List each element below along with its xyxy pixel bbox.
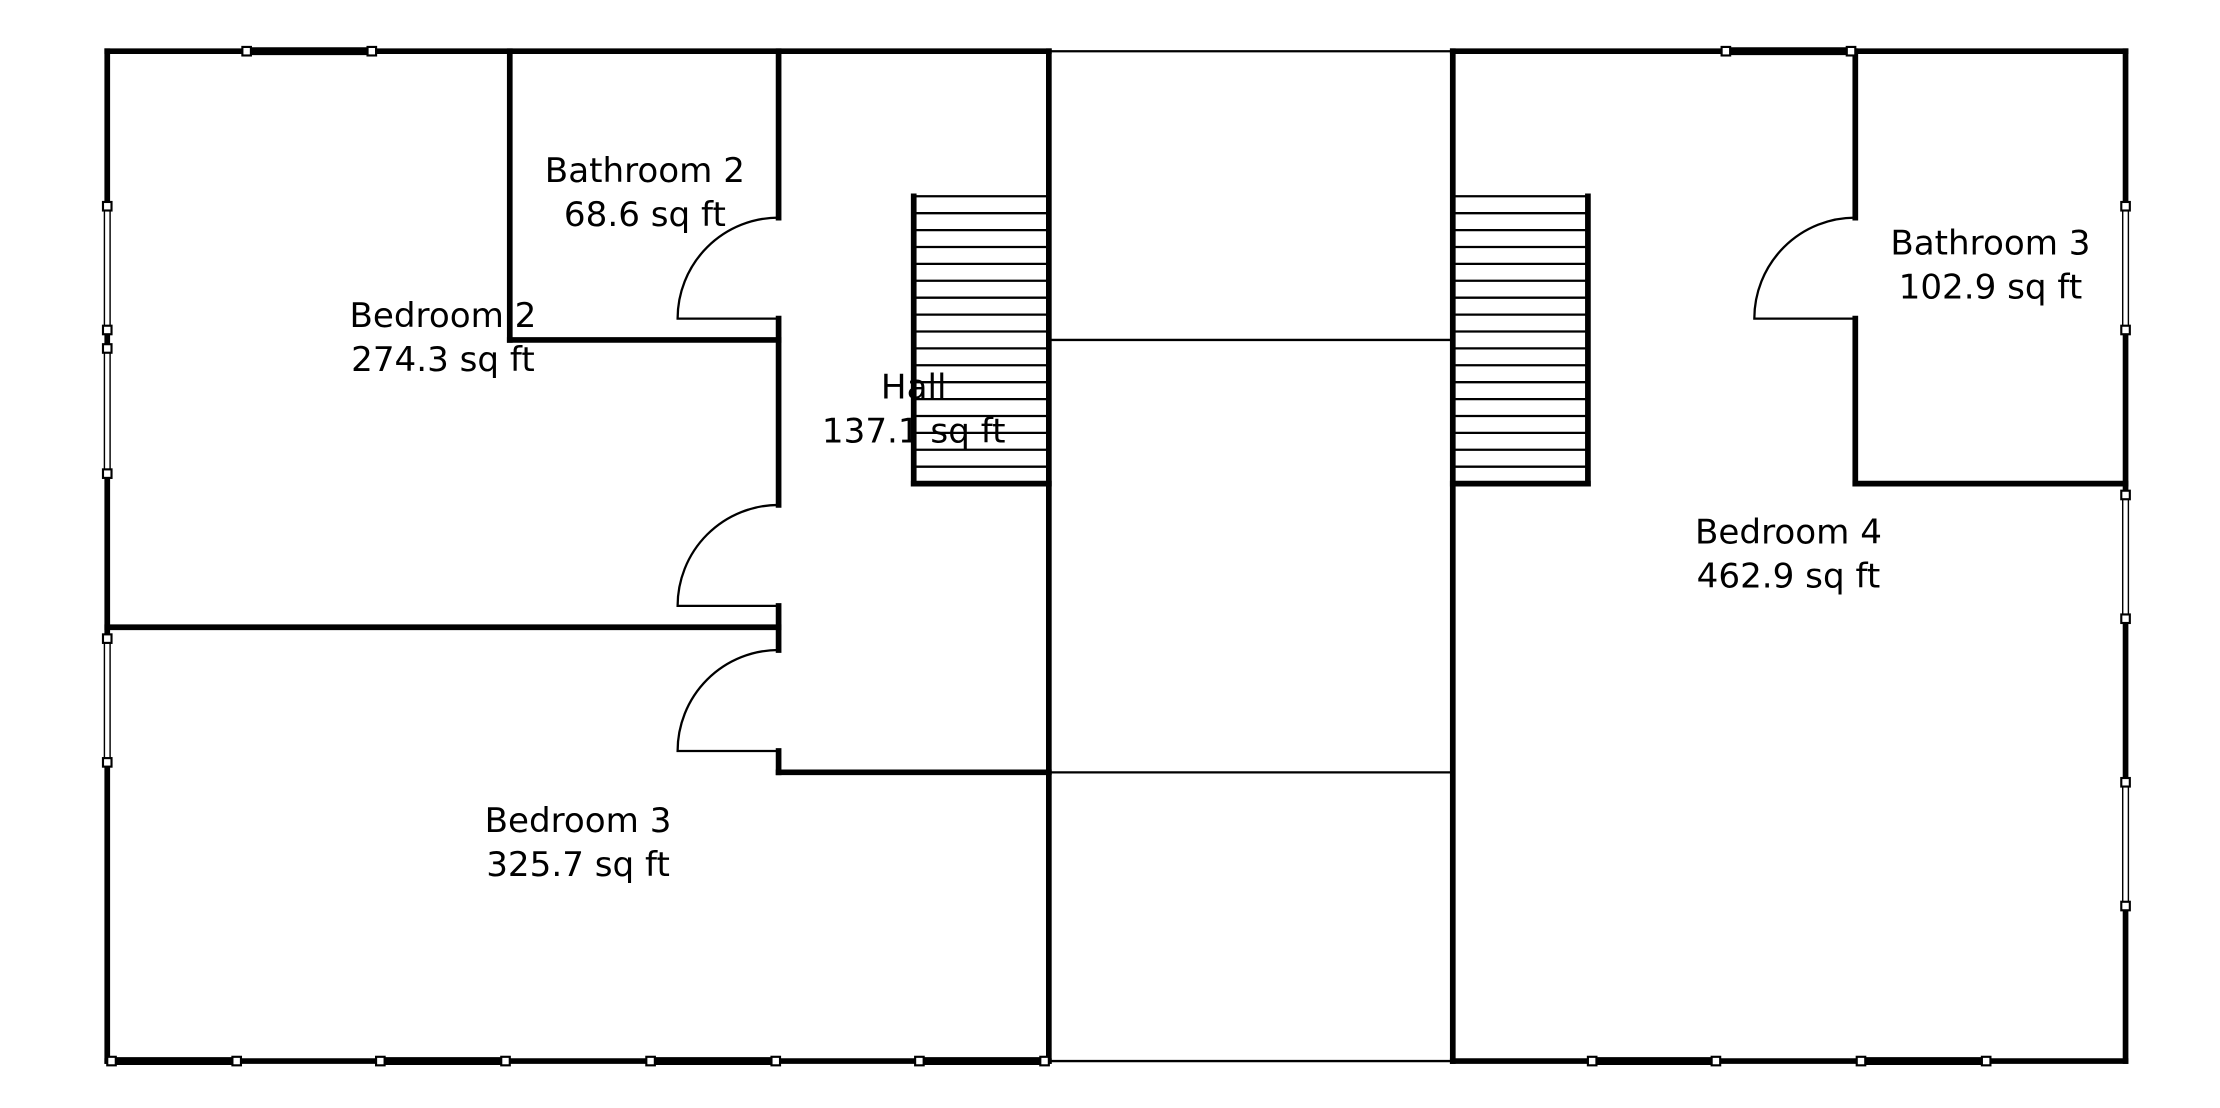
window-jamb <box>1710 1055 1722 1067</box>
window-jamb <box>1586 1055 1598 1067</box>
window-pane <box>2121 781 2130 907</box>
window-jamb <box>1720 45 1732 57</box>
doors <box>676 216 1856 753</box>
window-jamb <box>770 1055 782 1067</box>
window-jamb <box>241 45 252 57</box>
window-jamb <box>101 200 113 212</box>
window-jamb <box>101 324 113 336</box>
window-pane <box>2121 494 2130 620</box>
window-jamb <box>1845 45 1857 57</box>
window-jamb <box>101 757 113 768</box>
door-swing <box>676 216 779 320</box>
window-pane <box>103 205 111 331</box>
window-jamb <box>101 633 113 644</box>
window-jamb <box>1039 1055 1050 1067</box>
windows <box>101 45 2131 1067</box>
window-pane <box>103 637 111 764</box>
window-jamb <box>366 45 378 57</box>
door-swing <box>1753 216 1856 320</box>
window-jamb <box>1980 1055 1992 1067</box>
door-swing <box>676 648 779 753</box>
stairs-right <box>1449 193 1591 487</box>
window-jamb <box>2120 324 2131 336</box>
window-jamb <box>101 468 113 479</box>
window-jamb <box>2120 613 2131 625</box>
window-jamb <box>645 1055 656 1067</box>
window-jamb <box>106 1055 117 1067</box>
window-jamb <box>101 343 113 354</box>
window-jamb <box>2120 900 2131 912</box>
door-swing <box>676 503 779 608</box>
window-pane <box>2121 205 2130 331</box>
window-jamb <box>1855 1055 1867 1067</box>
walls <box>104 48 2129 1064</box>
window-jamb <box>2120 200 2131 212</box>
window-jamb <box>914 1055 925 1067</box>
window-pane <box>103 347 111 475</box>
thin-lines <box>1048 50 1453 1063</box>
window-jamb <box>2120 776 2131 788</box>
window-jamb <box>2120 489 2131 501</box>
stairs-left <box>910 193 1052 487</box>
window-jamb <box>500 1055 511 1067</box>
window-jamb <box>231 1055 243 1067</box>
window-jamb <box>375 1055 386 1067</box>
